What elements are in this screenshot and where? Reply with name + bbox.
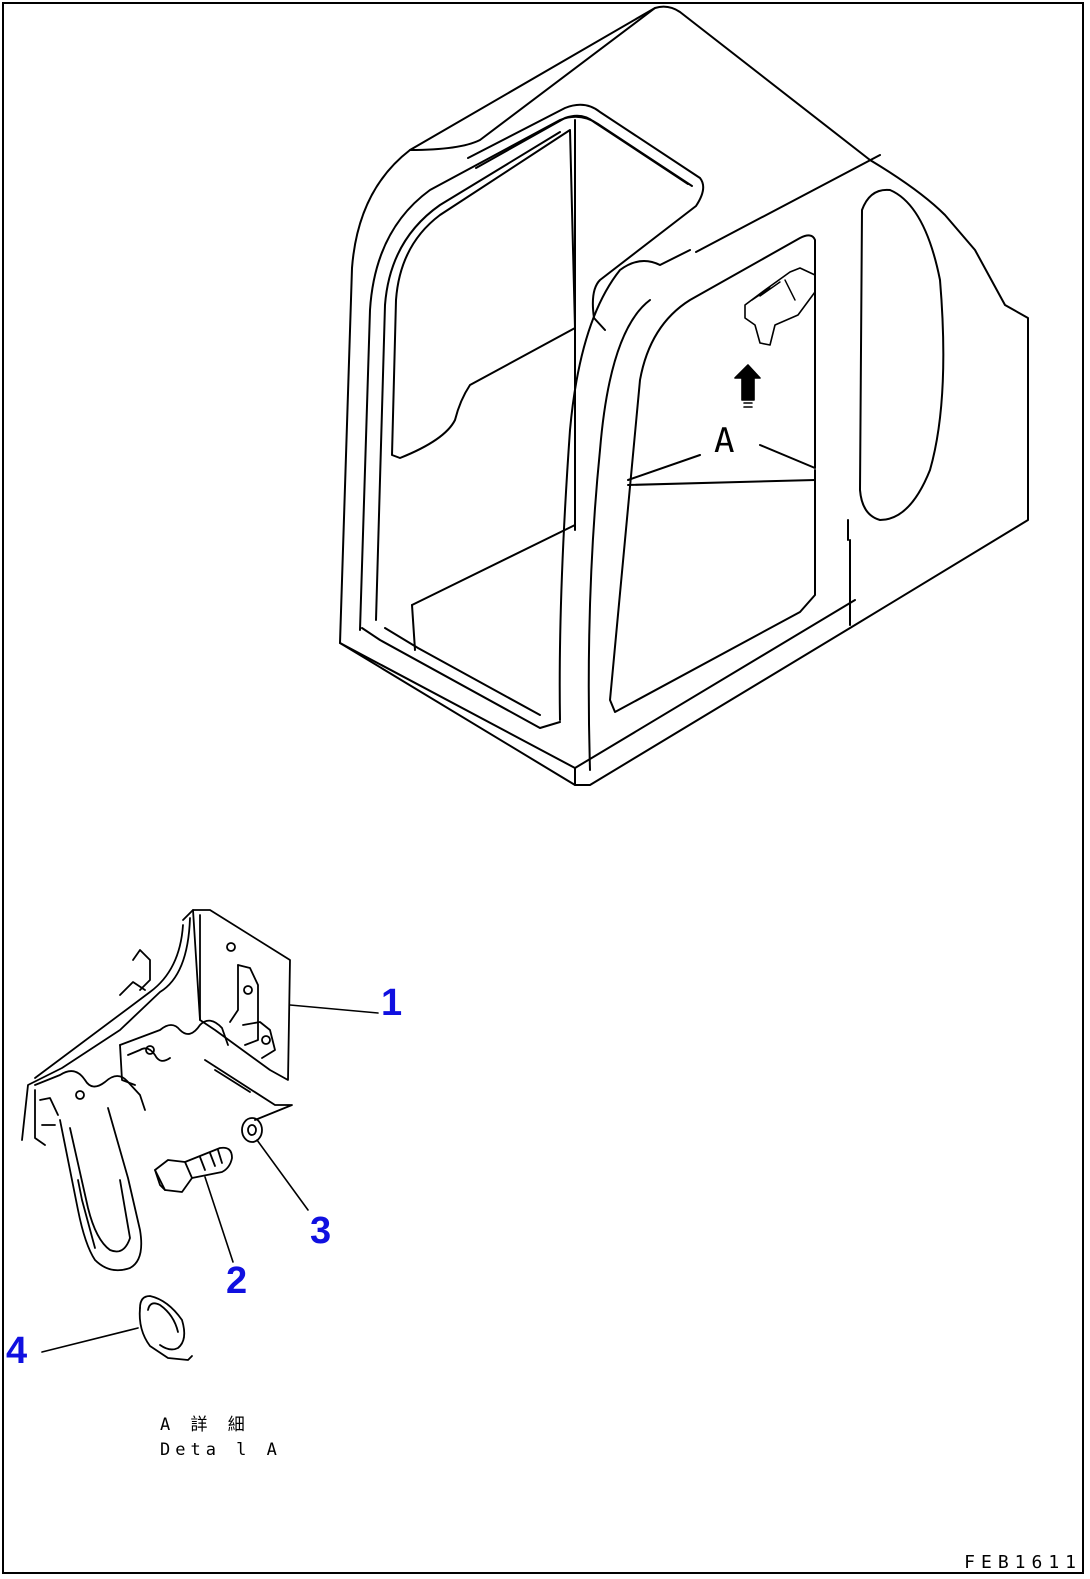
figure-id: FEB1611 <box>964 1552 1082 1573</box>
callout-3: 3 <box>310 1210 332 1252</box>
detail-caption-en: Deta l A <box>160 1440 282 1460</box>
bracket-assembly <box>21 909 293 1272</box>
callout-2: 2 <box>226 1260 248 1302</box>
location-arrow <box>734 364 761 408</box>
leader-lines <box>41 1004 379 1353</box>
washer-part <box>241 1117 263 1143</box>
callout-1: 1 <box>381 982 403 1024</box>
band-clip-part <box>138 1295 193 1361</box>
view-marker-a: A <box>714 421 735 461</box>
bolt-part <box>154 1146 233 1193</box>
operator-cab <box>339 5 1029 786</box>
callout-4: 4 <box>6 1330 28 1372</box>
detail-caption-jp: A 詳 細 <box>160 1415 250 1435</box>
